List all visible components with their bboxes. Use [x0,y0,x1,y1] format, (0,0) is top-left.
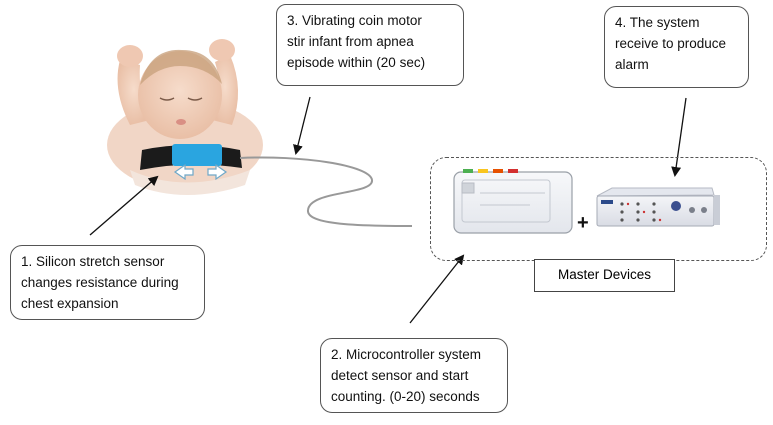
callout-line: counting. (0-20) seconds [331,389,480,404]
callout-line: episode within (20 sec) [287,55,426,70]
callout-line: 1. Silicon stretch sensor [21,254,165,269]
callout-line: stir infant from apnea [287,34,414,49]
master-devices-label: Master Devices [534,259,675,292]
sensor-cable [239,156,413,227]
callout-line: 2. Microcontroller system [331,347,482,362]
alarm-device [596,187,720,227]
callout-sensor: 1. Silicon stretch sensor changes resist… [10,245,205,320]
callout-line: detect sensor and start [331,368,469,383]
callout-line: 4. The system [615,15,700,30]
master-devices-group [430,157,767,261]
callout-line: receive to produce [615,36,727,51]
callout-microcontroller: 2. Microcontroller system detect sensor … [320,338,508,413]
arrow-callout-3 [293,96,311,155]
arrow-callout-1 [89,175,159,236]
plus-symbol: + [577,212,589,234]
callout-line: chest expansion [21,296,119,311]
callout-vibrating-motor: 3. Vibrating coin motor stir infant from… [276,4,464,86]
arrow-callout-2 [409,254,465,324]
microcontroller-box [453,169,573,234]
callout-line: alarm [615,57,649,72]
arrow-callout-4 [671,97,687,177]
chest-band-sensor [140,144,242,181]
callout-alarm: 4. The system receive to produce alarm [604,6,749,88]
callout-line: changes resistance during [21,275,179,290]
callout-line: 3. Vibrating coin motor [287,13,422,28]
